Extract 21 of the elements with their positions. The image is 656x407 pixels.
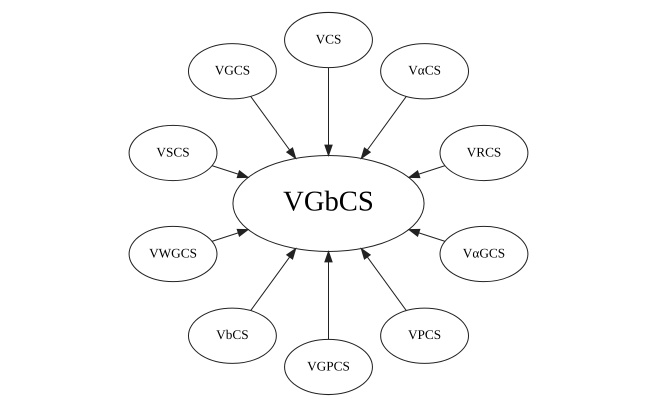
node-ellipse: VSCS	[128, 124, 217, 182]
node-ellipse: VRCS	[439, 124, 528, 182]
node-ellipse: VGPCS	[284, 338, 372, 396]
arrow	[212, 165, 249, 178]
arrow	[407, 165, 444, 178]
arrow	[407, 228, 444, 242]
arrow	[360, 96, 406, 160]
node-ellipse: VWGCS	[128, 226, 217, 282]
arrow	[250, 247, 296, 311]
node-ellipse: VGCS	[187, 43, 276, 100]
arrow	[212, 228, 249, 242]
node-ellipse: VαCS	[380, 43, 469, 100]
node-ellipse: VPCS	[380, 308, 469, 364]
arrow	[250, 96, 296, 160]
node-ellipse: VαGCS	[439, 226, 528, 282]
arrow	[360, 247, 406, 311]
node-ellipse: VbCS	[187, 308, 276, 364]
node-ellipse: VGbCS	[232, 154, 424, 252]
arrow	[324, 68, 332, 157]
node-ellipse: VCS	[284, 12, 372, 68]
arrow	[324, 250, 332, 340]
